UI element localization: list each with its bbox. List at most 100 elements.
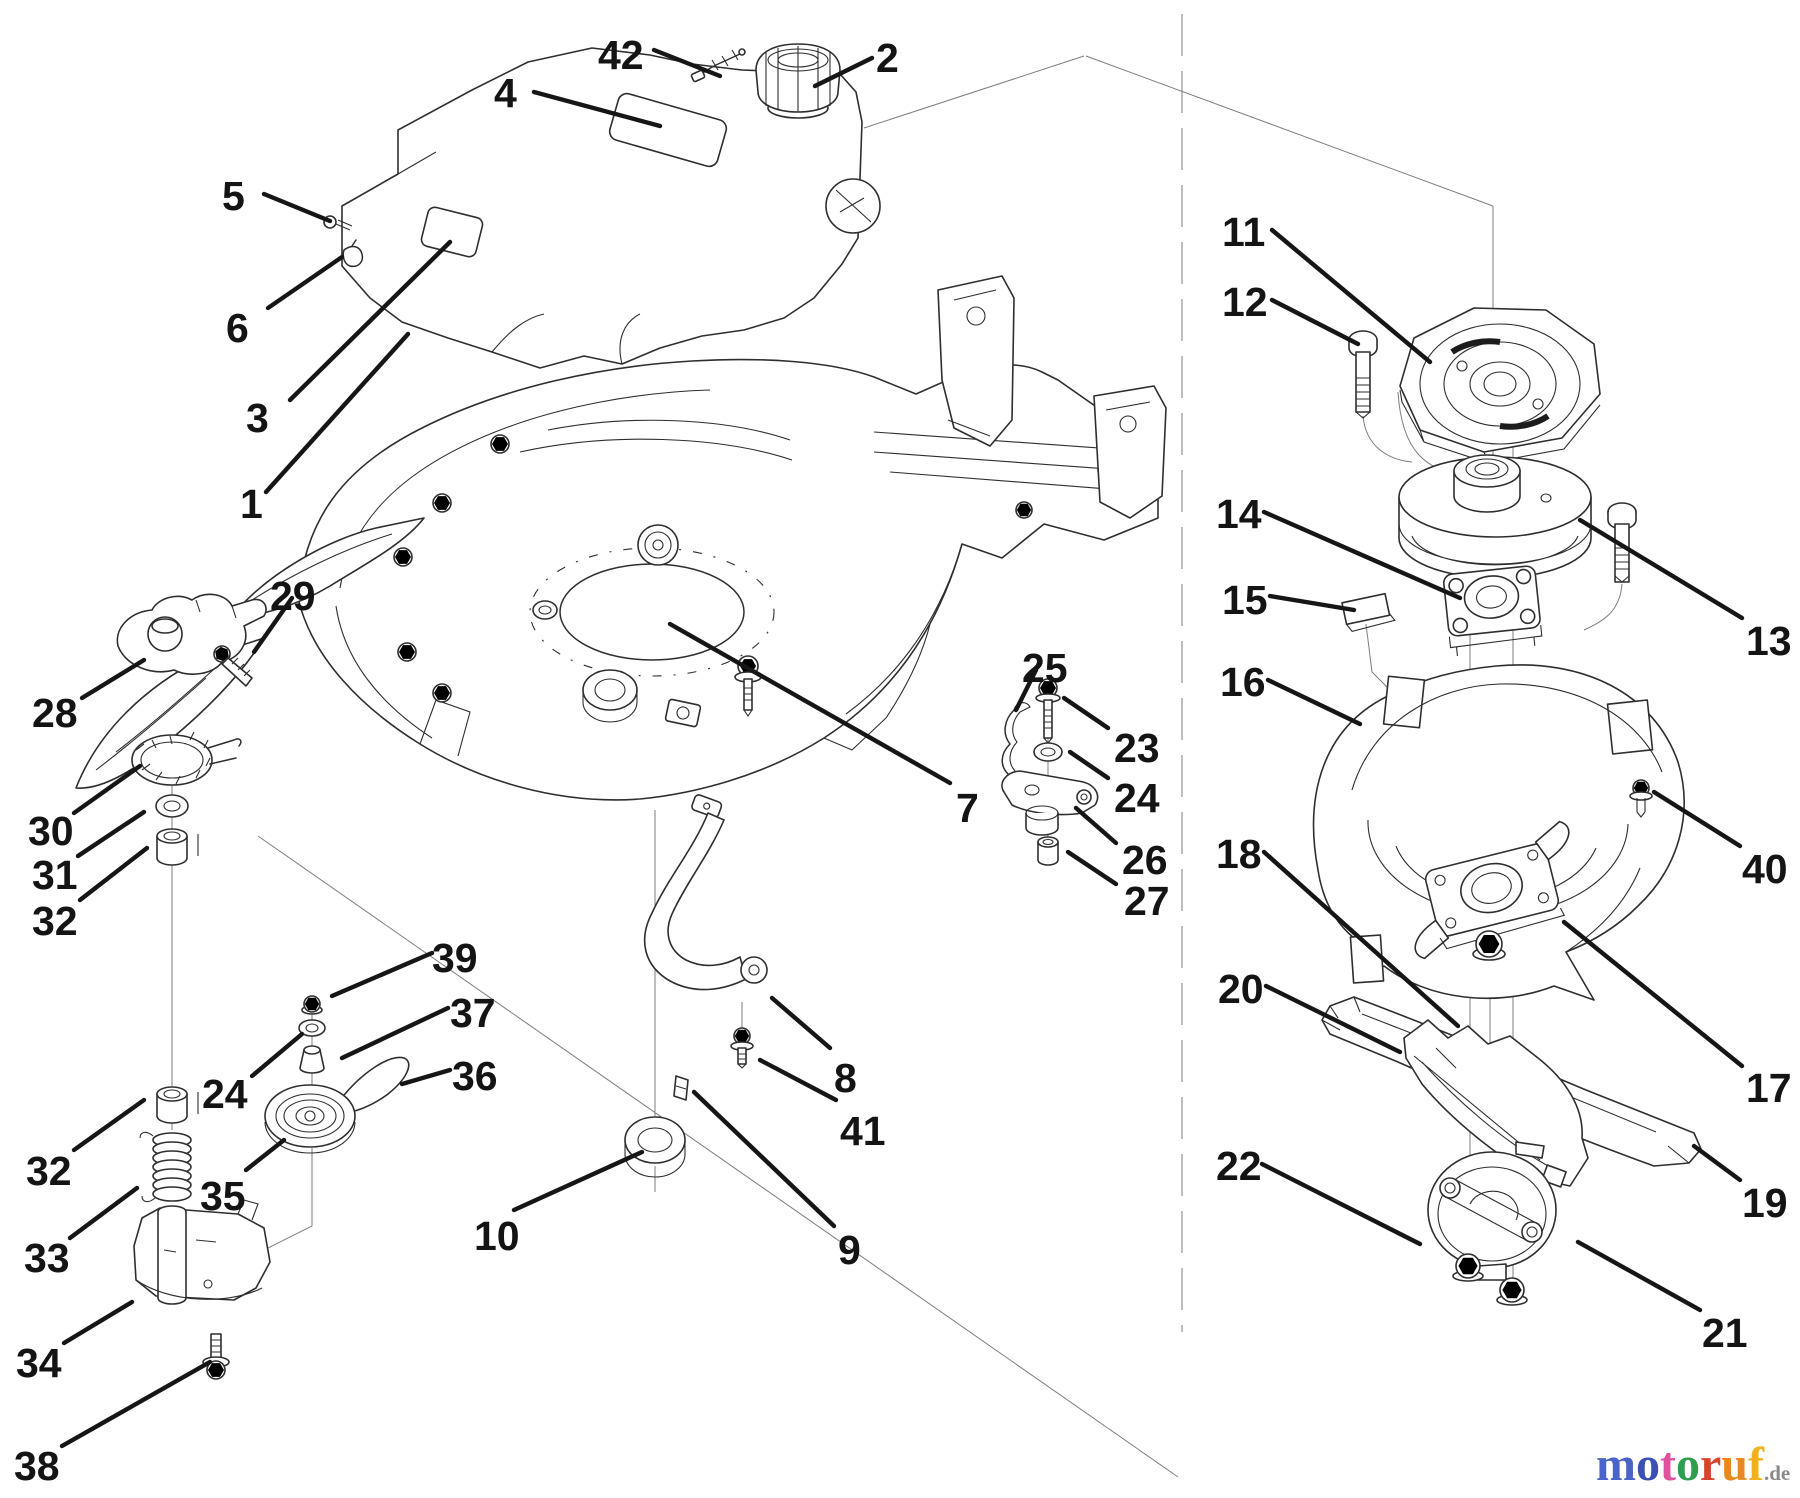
callout-label-18: 18 [1216, 831, 1262, 877]
leader-line-32 [77, 845, 150, 903]
mower-deck [75, 275, 1167, 801]
washer-24-left [298, 1019, 326, 1037]
callout-label-5: 5 [222, 173, 245, 219]
spacer-27 [1037, 836, 1059, 866]
spring-33 [139, 1131, 192, 1203]
motoruf-logo[interactable]: motoruf.de [1596, 1441, 1790, 1489]
blade-housing-16 [1312, 664, 1685, 1001]
adapter-nut [1472, 930, 1506, 961]
leader-line-19 [1691, 1143, 1743, 1183]
leader-line-12 [1269, 297, 1361, 347]
deck-housing-outline [297, 358, 1159, 801]
screw-40 [1629, 779, 1653, 818]
leader-line-26 [1073, 805, 1119, 846]
leader-line-28 [79, 657, 147, 701]
callout-label-40: 40 [1742, 846, 1788, 892]
bolt-12-right [1607, 502, 1637, 583]
s-bracket [644, 812, 747, 991]
leader-line-42 [651, 47, 723, 79]
flange-nut-22 [1452, 1253, 1484, 1282]
leader-line-13 [1577, 517, 1745, 621]
callout-label-36: 36 [452, 1053, 498, 1099]
callout-label-16: 16 [1220, 659, 1266, 705]
idler-pulley-35 [264, 1084, 356, 1154]
callout-label-3: 3 [246, 395, 269, 441]
discharge-bracket-group [624, 794, 768, 1178]
torsion-ring-30 [131, 731, 242, 786]
pivot-bracket-26 [1001, 770, 1099, 836]
callout-label-28: 28 [32, 690, 78, 736]
leader-line-4 [531, 89, 663, 129]
callout-label-22: 22 [1216, 1143, 1262, 1189]
key-15 [1341, 592, 1396, 632]
callout-label-15: 15 [1222, 577, 1268, 623]
pivot-bracket-group [1001, 678, 1099, 866]
leader-line-40 [1651, 789, 1743, 849]
logo-letter: m [1596, 1438, 1636, 1491]
logo-suffix: .de [1763, 1461, 1791, 1485]
logo-letter: o [1635, 1438, 1660, 1491]
explosion-axis-diagonal [257, 835, 1179, 1478]
leader-line-30 [71, 763, 143, 816]
leader-line-11 [1269, 227, 1433, 365]
leader-line-36 [399, 1067, 453, 1087]
callout-label-24: 24 [202, 1071, 248, 1117]
leader-line-16 [1265, 677, 1363, 727]
leader-line-5 [261, 191, 333, 224]
nut-39 [301, 995, 323, 1015]
leader-line-29 [251, 595, 295, 655]
callout-label-25: 25 [1022, 645, 1068, 691]
spacer-37 [299, 1045, 325, 1074]
square-nut [664, 698, 702, 728]
bearing-housing-14 [1442, 565, 1543, 656]
leader-line-18 [1261, 849, 1461, 1029]
callout-label-10: 10 [474, 1213, 520, 1259]
deck-washer [532, 600, 558, 620]
callout-label-6: 6 [226, 305, 249, 351]
leader-line-3 [287, 239, 453, 403]
callout-label-33: 33 [24, 1235, 70, 1281]
callout-label-9: 9 [838, 1227, 861, 1273]
callout-label-26: 26 [1122, 837, 1168, 883]
logo-letter: o [1675, 1438, 1700, 1491]
leader-line-6 [265, 254, 345, 311]
deck-rim-bolts [393, 434, 1115, 703]
leader-line-9 [691, 1089, 837, 1229]
engine-assembly [323, 43, 881, 369]
drive-pulley-13 [1398, 454, 1592, 579]
handle-mount-bracket-rear [937, 275, 1015, 447]
flange-nut-center [1496, 1277, 1528, 1306]
leader-line-38 [59, 1359, 213, 1449]
callout-label-34: 34 [16, 1340, 62, 1386]
fuel-cap [755, 43, 841, 119]
leader-line-39 [329, 950, 435, 999]
leader-line-21 [1575, 1239, 1703, 1313]
leader-line-25 [1013, 667, 1039, 713]
blade-driver-cup-21 [1427, 1141, 1557, 1281]
bolt-12 [1348, 330, 1378, 419]
bolt-axis-lines [1362, 391, 1642, 828]
handle-mount-bracket-right [1093, 385, 1167, 519]
leader-line-27 [1065, 849, 1119, 887]
leader-line-37 [339, 1005, 451, 1061]
callout-label-37: 37 [450, 990, 496, 1036]
callout-labels: 1234567891011121314151617181920212223242… [14, 32, 1792, 1489]
callout-label-21: 21 [1702, 1310, 1748, 1356]
bushing-32-upper [156, 828, 199, 866]
callout-label-2: 2 [876, 35, 899, 81]
logo-letter: f [1747, 1438, 1764, 1491]
leader-line-7 [667, 621, 953, 786]
leader-line-14 [1261, 509, 1463, 601]
bolt-circle-dashed [529, 547, 775, 677]
bushing-32-lower [156, 1086, 199, 1124]
engine-warning-label [420, 206, 484, 258]
cover-plate-11 [1399, 307, 1601, 464]
oil-fill-cap [825, 178, 881, 234]
logo-letter: t [1659, 1438, 1676, 1491]
callout-label-38: 38 [14, 1443, 60, 1489]
leader-line-22 [1259, 1161, 1423, 1247]
leader-line-20 [1263, 983, 1403, 1055]
callout-label-30: 30 [28, 808, 74, 854]
brake-lever-stack [116, 593, 271, 1380]
woodruff-key-9 [673, 1075, 689, 1101]
